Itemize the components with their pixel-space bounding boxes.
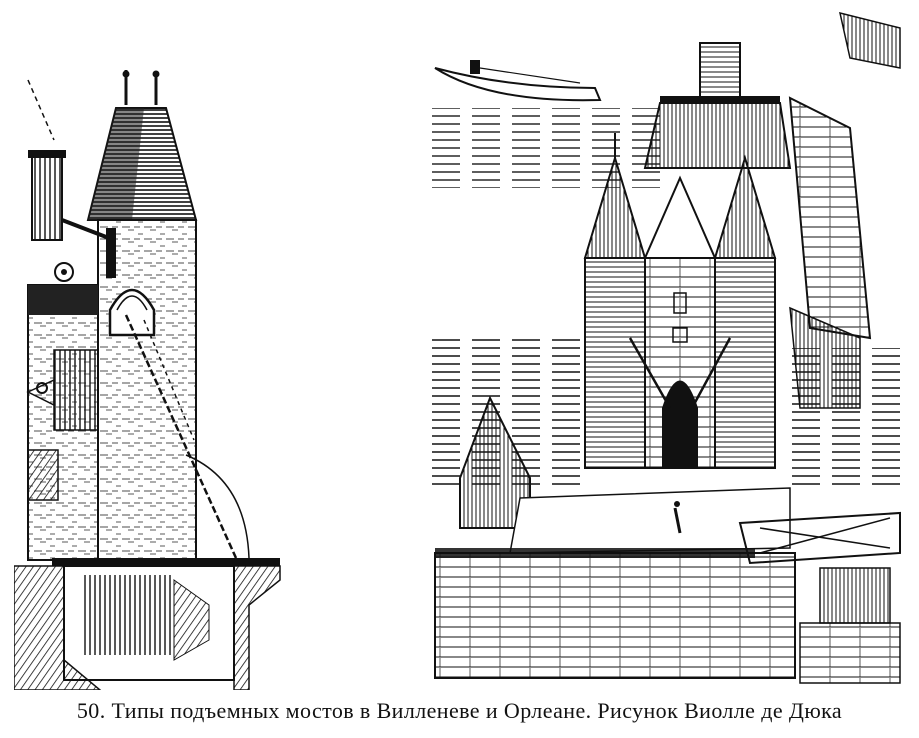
gatehouse-perspective-illustration (430, 11, 910, 684)
figure-caption: 50. Типы подъемных мостов в Вилленеве и … (76, 698, 843, 723)
drawbridge-section-illustration (14, 70, 281, 690)
